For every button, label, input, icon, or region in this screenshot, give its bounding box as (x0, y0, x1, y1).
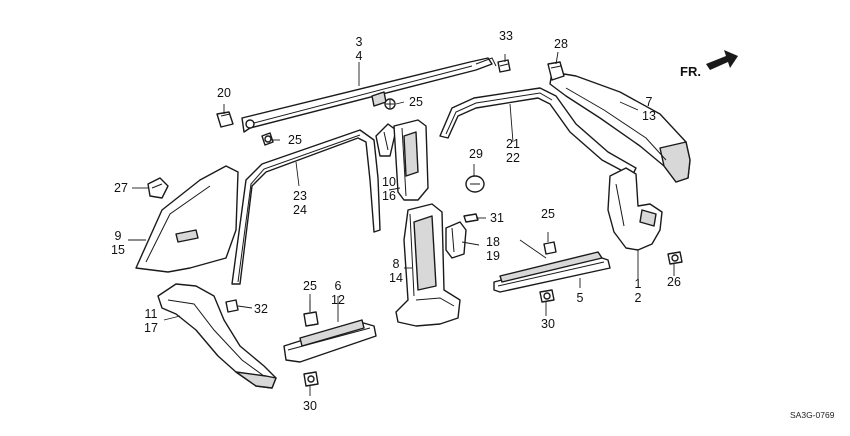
front-sill-plate (493, 251, 611, 293)
callout-21: 21 (506, 137, 520, 151)
callout-17: 17 (144, 321, 158, 335)
clip-20 (216, 111, 234, 128)
callout-25-b: 25 (409, 95, 423, 109)
fr-label: FR. (680, 64, 701, 79)
lower-quarter-trim (157, 283, 277, 389)
clip-27 (147, 177, 169, 199)
callout-24: 24 (293, 203, 307, 217)
leader-lines (128, 51, 675, 396)
callout-15: 15 (111, 243, 125, 257)
grommet-cap (375, 123, 397, 157)
screw-31 (463, 213, 479, 223)
screw-25-front-sill (543, 241, 557, 255)
callout-6: 6 (335, 279, 342, 293)
callout-13: 13 (642, 109, 656, 123)
callout-26: 26 (667, 275, 681, 289)
callout-20: 20 (217, 86, 231, 100)
callout-1: 1 (635, 277, 642, 291)
callout-32: 32 (254, 302, 268, 316)
front-pillar-garnish (549, 71, 691, 183)
rear-sill-plate (283, 319, 377, 363)
callout-12: 12 (331, 293, 345, 307)
door-opening-trim-rear (231, 129, 381, 285)
center-pillar-upper (393, 119, 429, 201)
callout-9: 9 (115, 229, 122, 243)
callout-27: 27 (114, 181, 128, 195)
kick-panel (607, 167, 663, 251)
callout-25-c: 25 (541, 207, 555, 221)
callout-25-d: 25 (303, 279, 317, 293)
screw-25-rail-front (261, 132, 274, 146)
center-pillar-lower (395, 203, 461, 327)
callout-2: 2 (635, 291, 642, 305)
fr-arrow-icon (706, 50, 738, 70)
roof-side-garnish (241, 57, 497, 133)
callout-30-b: 30 (303, 399, 317, 413)
callout-16: 16 (382, 189, 396, 203)
rear-quarter-trim (135, 165, 239, 273)
clip-29 (465, 175, 485, 193)
callout-30-a: 30 (541, 317, 555, 331)
callout-28: 28 (554, 37, 568, 51)
callout-10: 10 (382, 175, 396, 189)
front-direction-indicator: FR. (680, 50, 738, 79)
pillar-trim-small (445, 221, 467, 259)
clip-28 (547, 61, 565, 81)
callout-23: 23 (293, 189, 307, 203)
callout-11: 11 (145, 307, 158, 321)
clip-32 (225, 299, 239, 313)
clip-26 (667, 251, 683, 265)
callout-7: 7 (646, 95, 653, 109)
callout-18: 18 (486, 235, 500, 249)
clip-30-front (539, 289, 555, 303)
screw-25-rail-mid (384, 98, 396, 110)
callout-19: 19 (486, 249, 500, 263)
callout-25-a: 25 (288, 133, 302, 147)
callout-5: 5 (577, 291, 584, 305)
screw-25-rear-sill (303, 300, 319, 327)
callout-8: 8 (393, 257, 400, 271)
callout-14: 14 (389, 271, 403, 285)
diagram-code: SA3G-0769 (790, 410, 835, 420)
callout-labels: 3 4 20 25 25 33 28 7 13 21 22 29 27 23 2… (111, 29, 681, 413)
clip-30-rear (303, 371, 319, 387)
clip-33 (497, 59, 511, 73)
callout-29: 29 (469, 147, 483, 161)
callout-3: 3 (356, 35, 363, 49)
callout-22: 22 (506, 151, 520, 165)
callout-31: 31 (490, 211, 504, 225)
callout-33: 33 (499, 29, 513, 43)
callout-4: 4 (356, 49, 363, 63)
